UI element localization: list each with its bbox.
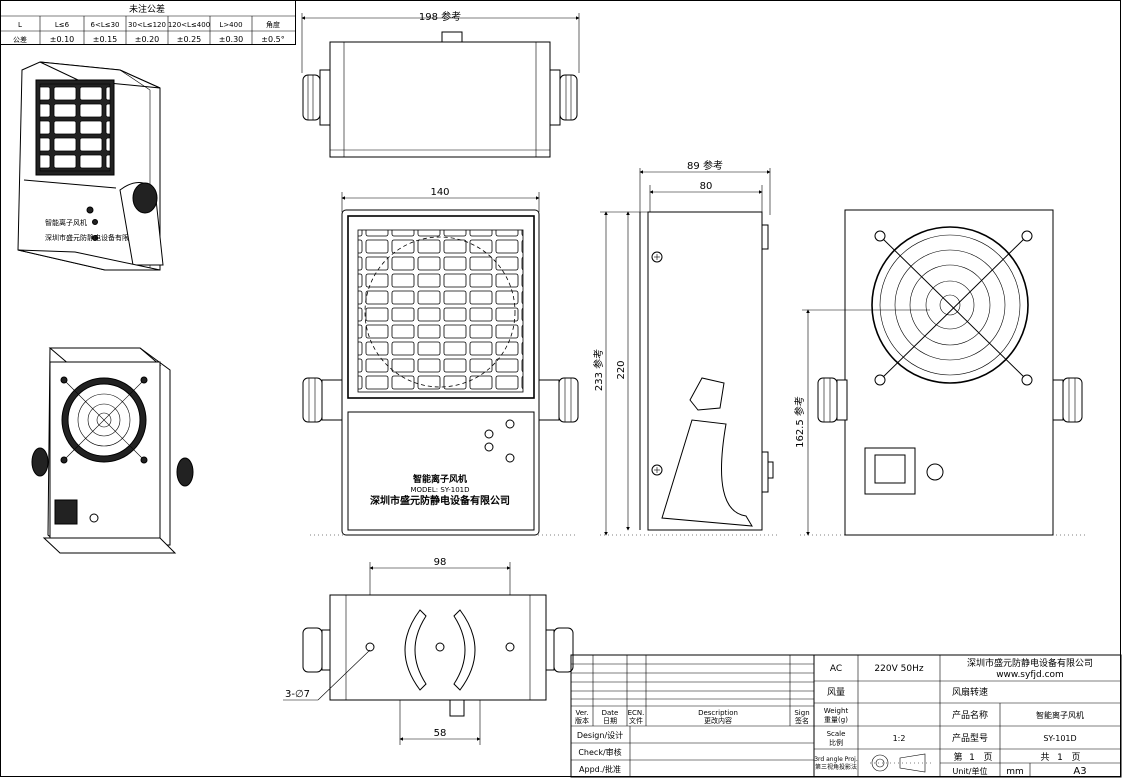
bottom-view: 98 7 3-∅7 58 (283, 557, 574, 745)
rev-header-ver-cn: 版本 (575, 716, 589, 725)
tolerance-title: 未注公差 (129, 3, 165, 15)
dim-bottom-holes: 98 (434, 557, 447, 568)
rev-header-ecn-cn: 文件 (629, 716, 643, 725)
iso-label-1: 智能离子风机 (45, 218, 87, 227)
weight-label-cn: 重量(g) (824, 716, 848, 724)
projection-label-cn: 第三视角投影法 (815, 763, 857, 771)
rev-header-sign-cn: 签名 (795, 716, 809, 725)
title-block: Ver. 版本 Date 日期 ECN. 文件 Description 更改内容… (570, 654, 1122, 778)
fan-speed-label: 风扇转速 (952, 686, 988, 698)
tolerance-table: 未注公差 L 公差 L≤6 6<L≤30 30<L≤120 120<L≤400 … (0, 0, 296, 45)
projection-symbol-icon (870, 753, 932, 773)
tolerance-value: ±0.15 (93, 35, 118, 44)
scale-value: 1:2 (893, 734, 906, 743)
dim-bottom-width: 58 (434, 728, 447, 739)
total-label: 共 (1040, 752, 1049, 763)
top-view: 198 参考 (301, 10, 580, 158)
page-label: 第 (953, 751, 962, 763)
tolerance-value: ±0.20 (135, 35, 160, 44)
check-label: Check/审核 (578, 747, 621, 757)
rev-header-sign: Sign (794, 709, 809, 717)
tolerance-value: ±0.25 (177, 35, 202, 44)
dim-top-width: 198 参考 (419, 10, 461, 23)
unit-value: mm (1006, 767, 1024, 777)
tolerance-value: ±0.30 (219, 35, 244, 44)
ac-value: 220V 50Hz (874, 664, 923, 674)
tolerance-range: L≤6 (55, 21, 70, 29)
product-model-label: 产品型号 (952, 732, 988, 744)
ac-label: AC (830, 664, 842, 674)
total-num: 1 (1057, 753, 1063, 763)
tolerance-range: 30<L≤120 (128, 21, 166, 29)
dim-side-overall: 89 参考 (687, 159, 723, 172)
rev-header-date-cn: 日期 (603, 717, 617, 725)
projection-label-en: 3rd angle Proj. (814, 756, 858, 763)
rear-view: 162.5 参考 (793, 209, 1085, 536)
isometric-front-view: 智能离子风机 深圳市盛元防静电设备有限公司 (17, 61, 164, 271)
rev-header-desc: Description (698, 709, 738, 717)
total-unit: 页 (1071, 752, 1080, 763)
front-view: 140 智能离子风机 MODEL: SY-101D 深圳市盛元防静电设备有限公司 (302, 187, 579, 536)
tolerance-header-label: L (18, 21, 22, 29)
dim-height-ref: 233 参考 (592, 349, 605, 391)
product-name-value: 智能离子风机 (1036, 710, 1084, 720)
product-model-value: SY-101D (1043, 734, 1076, 743)
appd-label: Appd./批准 (579, 764, 621, 774)
tolerance-range: L>400 (219, 21, 242, 29)
rev-header-desc-cn: 更改内容 (704, 716, 732, 725)
tolerance-value: ±0.5° (261, 35, 284, 44)
page-unit: 页 (983, 752, 992, 763)
size-value: A3 (1073, 766, 1086, 777)
tolerance-row-label: 公差 (13, 35, 27, 44)
rev-header-ver: Ver. (575, 709, 588, 717)
side-view: 89 参考 80 233 参考 220 (592, 159, 780, 536)
scale-label-en: Scale (827, 730, 846, 738)
weight-label-en: Weight (824, 707, 849, 715)
dim-height-body: 220 (616, 360, 627, 379)
dim-front-width: 140 (430, 187, 449, 198)
website: www.syfjd.com (996, 670, 1064, 680)
tolerance-value: ±0.10 (50, 35, 75, 44)
rev-header-ecn: ECN. (628, 709, 645, 717)
company-name: 深圳市盛元防静电设备有限公司 (967, 657, 1093, 669)
scale-label-cn: 比例 (829, 738, 843, 747)
tolerance-range: 角度 (266, 20, 280, 29)
front-company: 深圳市盛元防静电设备有限公司 (370, 494, 510, 507)
unit-label: Unit/单位 (953, 766, 988, 776)
iso-label-2: 深圳市盛元防静电设备有限公司 (45, 233, 143, 242)
product-name-label: 产品名称 (952, 709, 988, 721)
tolerance-range: 6<L≤30 (91, 21, 120, 29)
dim-hole-note: 3-∅7 (285, 689, 310, 700)
front-model: MODEL: SY-101D (410, 486, 469, 494)
dim-side-body: 80 (700, 181, 713, 192)
front-product-name: 智能离子风机 (413, 473, 467, 485)
rev-header-date: Date (602, 709, 619, 717)
page-num: 1 (969, 753, 975, 763)
tolerance-range: 120<L≤400 (168, 21, 210, 29)
fan-volume-label: 风量 (827, 687, 845, 698)
dim-rear-height: 162.5 参考 (793, 396, 806, 448)
isometric-rear-view (31, 347, 194, 554)
design-label: Design/设计 (577, 730, 623, 740)
